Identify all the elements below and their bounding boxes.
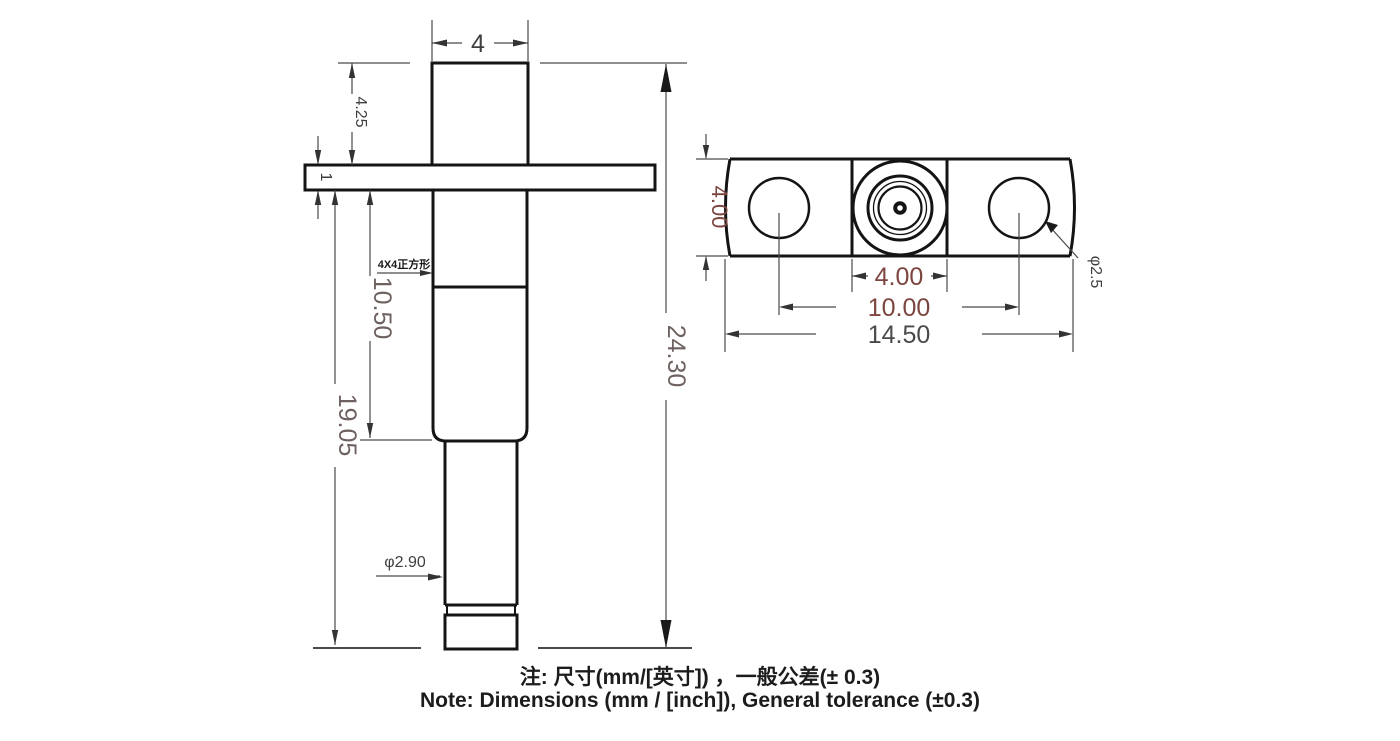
arrowhead	[314, 190, 322, 205]
arrowhead	[513, 39, 528, 47]
arrowhead	[428, 573, 443, 581]
dim-text-total-height: 24.30	[662, 325, 690, 388]
connector-center-pin	[893, 201, 907, 215]
connector-ring-inner	[877, 185, 923, 231]
arrowhead-filled-large	[660, 620, 672, 648]
square-section-outline	[431, 190, 529, 289]
arrowhead	[725, 330, 739, 338]
arrowhead	[331, 190, 339, 205]
arrowhead	[420, 270, 433, 276]
arrowhead	[331, 630, 339, 645]
arrowhead	[314, 150, 322, 165]
dim-text-width-top: 4	[471, 30, 485, 58]
note-line-chinese: 注: 尺寸(mm/[英寸]) ，一般公差(± 0.3)	[519, 666, 881, 689]
arrowhead	[852, 272, 866, 280]
connector-ring-outer	[866, 174, 934, 242]
front-view	[303, 61, 692, 651]
bottom-cap-outline	[443, 613, 519, 651]
connector-flange-circle	[851, 159, 949, 257]
dim-text-flange-thickness: 1	[317, 173, 334, 182]
notes-block: 注: 尺寸(mm/[英寸]) ，一般公差(± 0.3) Note: Dimens…	[0, 666, 1400, 713]
top-view-arrowheads	[702, 145, 1073, 338]
label-square-section: 4X4正方形	[378, 257, 431, 271]
arrowhead	[702, 256, 710, 270]
arrowhead	[432, 39, 447, 47]
arrowhead	[366, 190, 374, 205]
dim-text-hole-spacing: 10.00	[868, 294, 931, 322]
front-view-arrowheads	[314, 39, 672, 648]
arrowhead	[348, 63, 356, 78]
arrowhead	[348, 150, 356, 165]
dim-text-center-width: 4.00	[875, 263, 924, 291]
dim-text-post-height: 4.25	[352, 96, 369, 127]
shaft-outline	[443, 441, 519, 607]
dim-text-square-length: 10.50	[368, 277, 396, 340]
arrowhead	[933, 272, 947, 280]
extension-line	[696, 158, 728, 257]
hole-center-line	[778, 213, 1020, 315]
top-view-labels: 4.00 4.00 10.00 14.50 φ2.5	[707, 186, 1104, 349]
arrowhead	[1059, 330, 1073, 338]
flange-outline	[303, 163, 657, 192]
dim-text-shaft-length: 19.05	[333, 394, 361, 457]
leader-hole-dia	[1049, 226, 1079, 259]
arrowhead	[366, 423, 374, 438]
arrowhead	[779, 303, 793, 311]
top-view	[724, 157, 1076, 258]
dim-text-hole-diameter: φ2.5	[1087, 256, 1104, 289]
front-view-labels: 4 4.25 1 10.50 19.05 24.30 φ2.90 4X4正方形	[317, 30, 690, 571]
extension-line	[724, 259, 1074, 352]
dim-text-total-width: 14.50	[868, 321, 931, 349]
arrowhead	[1005, 303, 1019, 311]
arrowhead-leader	[1045, 221, 1058, 233]
round-body-outline	[431, 287, 529, 443]
connector-ring-thin	[872, 180, 928, 236]
extension-line	[431, 20, 529, 61]
dim-text-shaft-diameter: φ2.90	[384, 554, 426, 571]
arrowhead	[702, 145, 710, 159]
note-line-english: Note: Dimensions (mm / [inch]), General …	[420, 689, 980, 712]
arrowhead-filled-large	[660, 64, 672, 92]
top-post-outline	[430, 61, 530, 165]
dim-text-body-height: 4.00	[707, 186, 732, 229]
